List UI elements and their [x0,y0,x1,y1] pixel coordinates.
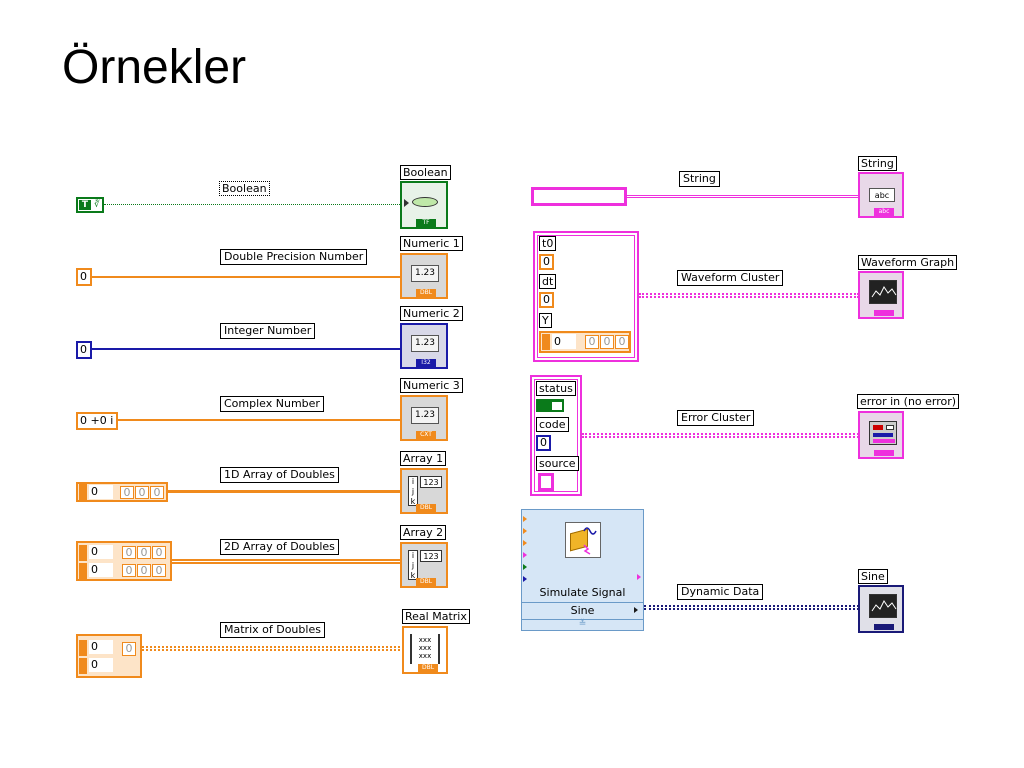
error-wire[interactable] [582,433,859,438]
graph-icon [869,594,897,618]
complex-wire-label: Complex Number [220,396,324,412]
array1-control[interactable]: 0 0 0 0 [76,482,168,502]
error-cluster-control[interactable]: status code 0 source [530,375,582,496]
boolean-wire[interactable] [104,204,400,205]
chevron-down-icon[interactable]: ≚ [578,619,587,629]
array2-wire[interactable] [172,559,400,564]
double-wire-label: Double Precision Number [220,249,368,265]
array2-control[interactable]: 0 0 0 0 0 0 0 0 [76,541,172,581]
waveform-graph-title: Waveform Graph [858,255,958,270]
string-wire[interactable] [627,195,859,198]
numeric2-indicator[interactable]: 1.23 I32 [400,323,448,369]
led-icon [412,197,438,207]
double-control[interactable]: 0 [76,268,92,286]
error-cluster-icon [869,421,897,445]
dynamic-wire-label: Dynamic Data [677,584,764,600]
matrix-control[interactable]: 0 0 0 [76,634,142,678]
dynamic-wire[interactable] [644,605,859,610]
waveform-cluster-control[interactable]: t0 0 dt 0 Y 0 0 0 0 [533,231,639,362]
double-wire[interactable] [92,276,400,278]
numeric2-indicator-title: Numeric 2 [400,306,463,321]
array1-indicator-title: Array 1 [400,451,447,466]
graph-icon [869,280,897,304]
array2-indicator-title: Array 2 [400,525,447,540]
array2-wire-label: 2D Array of Doubles [220,539,339,555]
integer-control[interactable]: 0 [76,341,92,359]
simulate-signal-vi[interactable]: Simulate Signal Sine ≚ [521,509,644,631]
string-wire-label: String [679,171,720,187]
string-control[interactable] [531,187,627,206]
waveform-wire-label: Waveform Cluster [677,270,784,286]
complex-wire[interactable] [118,419,400,421]
matrix-indicator-title: Real Matrix [402,609,470,624]
integer-wire-label: Integer Number [220,323,316,339]
simulate-signal-name: Simulate Signal [539,586,626,599]
error-wire-label: Error Cluster [677,410,755,426]
complex-control[interactable]: 0 +0 i [76,412,118,430]
numeric1-indicator-title: Numeric 1 [400,236,463,251]
sine-indicator-title: Sine [858,569,888,584]
simulate-signal-mode[interactable]: Sine [570,604,595,617]
numeric1-indicator[interactable]: 1.23 DBL [400,253,448,299]
boolean-wire-label: Boolean [219,181,270,196]
numeric3-indicator[interactable]: 1.23 CXT [400,395,448,441]
waveform-wire[interactable] [639,293,859,298]
array1-wire-label: 1D Array of Doubles [220,467,339,483]
waveform-graph-indicator[interactable] [858,271,904,319]
array1-wire[interactable] [168,490,400,493]
string-indicator[interactable]: abc abc [858,172,904,218]
boolean-control[interactable]: T ∛ [76,197,104,213]
numeric3-indicator-title: Numeric 3 [400,378,463,393]
slide-title: Örnekler [62,41,247,94]
boolean-indicator[interactable]: TF [400,181,448,229]
matrix-wire[interactable] [142,646,400,651]
error-indicator-title: error in (no error) [857,394,960,409]
simulate-signal-icon [565,522,601,558]
matrix-wire-label: Matrix of Doubles [220,622,325,638]
boolean-indicator-title: Boolean [400,165,451,180]
string-indicator-title: String [858,156,897,171]
integer-wire[interactable] [92,348,400,350]
error-indicator[interactable] [858,411,904,459]
status-toggle[interactable] [536,399,564,412]
sine-graph-indicator[interactable] [858,585,904,633]
boolean-control-value: T [79,200,91,210]
